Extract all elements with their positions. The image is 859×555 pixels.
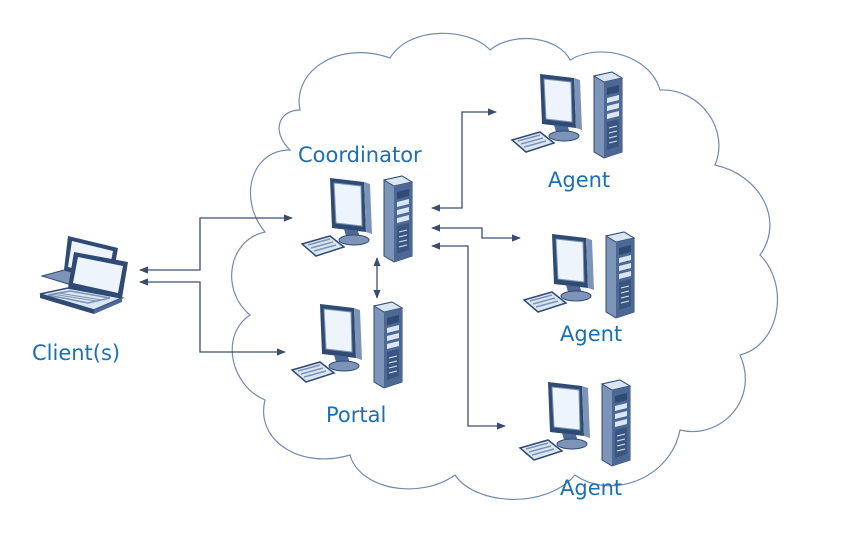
edge-client-portal <box>139 278 286 356</box>
agent-2-label: Agent <box>560 322 623 346</box>
cloud-boundary <box>231 32 779 500</box>
edge-coordinator-agent-3 <box>431 242 506 430</box>
coordinator-label: Coordinator <box>298 143 422 167</box>
connection-arrows <box>139 108 521 430</box>
edge-client-coordinator <box>139 214 293 274</box>
edge-coordinator-agent-2 <box>431 224 521 242</box>
edge-coordinator-agent-1 <box>431 108 497 212</box>
client-label: Client(s) <box>32 341 121 365</box>
client-laptops-icon <box>39 235 129 315</box>
agent-1-label: Agent <box>548 168 611 192</box>
agent-3-label: Agent <box>560 476 623 500</box>
portal-label: Portal <box>326 403 387 427</box>
